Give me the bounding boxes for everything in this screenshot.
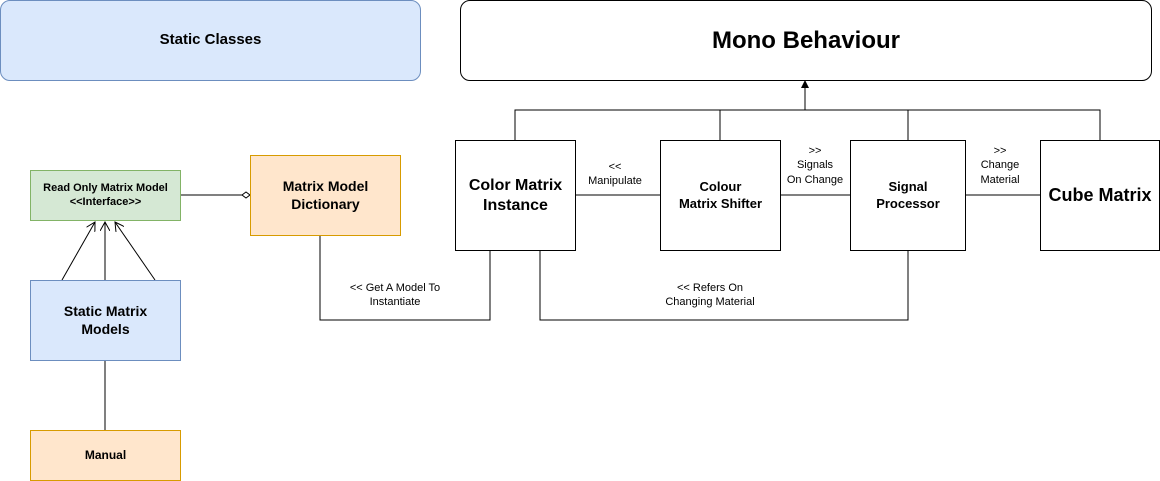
refers-on-line bbox=[539, 250, 909, 321]
manual-box[interactable]: Manual bbox=[30, 430, 181, 481]
cube-matrix-box[interactable]: Cube Matrix bbox=[1040, 140, 1160, 251]
implements-line-right bbox=[115, 222, 156, 281]
color-matrix-instance-box[interactable]: Color Matrix Instance bbox=[455, 140, 576, 251]
mono-behaviour-label: Mono Behaviour bbox=[711, 26, 900, 54]
static-classes-box[interactable]: Static Classes bbox=[0, 0, 421, 81]
cube-matrix-label: Cube Matrix bbox=[1048, 185, 1152, 206]
colour-matrix-shifter-box[interactable]: Colour Matrix Shifter bbox=[660, 140, 781, 251]
manual-label: Manual bbox=[84, 448, 127, 462]
change-material-edge-label: >> Change Material bbox=[980, 145, 1020, 186]
mono-behaviour-box[interactable]: Mono Behaviour bbox=[460, 0, 1152, 81]
get-model-edge-label: << Get A Model To Instantiate bbox=[349, 282, 441, 309]
get-model-line bbox=[319, 236, 491, 321]
color-matrix-instance-label: Color Matrix Instance bbox=[468, 176, 563, 214]
static-matrix-models-box[interactable]: Static Matrix Models bbox=[30, 280, 181, 361]
read-only-matrix-model-label: Read Only Matrix Model <<Interface>> bbox=[43, 181, 168, 208]
read-only-matrix-model-box[interactable]: Read Only Matrix Model <<Interface>> bbox=[30, 170, 181, 221]
signal-processor-box[interactable]: Signal Processor bbox=[850, 140, 966, 251]
inherit-bus-line bbox=[514, 109, 1101, 140]
static-classes-label: Static Classes bbox=[159, 31, 262, 49]
colour-matrix-shifter-label: Colour Matrix Shifter bbox=[678, 179, 763, 211]
matrix-model-dictionary-box[interactable]: Matrix Model Dictionary bbox=[250, 155, 401, 236]
signal-processor-label: Signal Processor bbox=[876, 179, 940, 211]
signals-on-change-edge-label: >> Signals On Change bbox=[786, 145, 844, 186]
static-matrix-models-label: Static Matrix Models bbox=[63, 303, 148, 337]
matrix-model-dictionary-label: Matrix Model Dictionary bbox=[282, 178, 369, 212]
implements-line-left bbox=[61, 222, 95, 281]
manipulate-edge-label: << Manipulate bbox=[588, 161, 642, 188]
refers-on-edge-label: << Refers On Changing Material bbox=[665, 282, 755, 309]
